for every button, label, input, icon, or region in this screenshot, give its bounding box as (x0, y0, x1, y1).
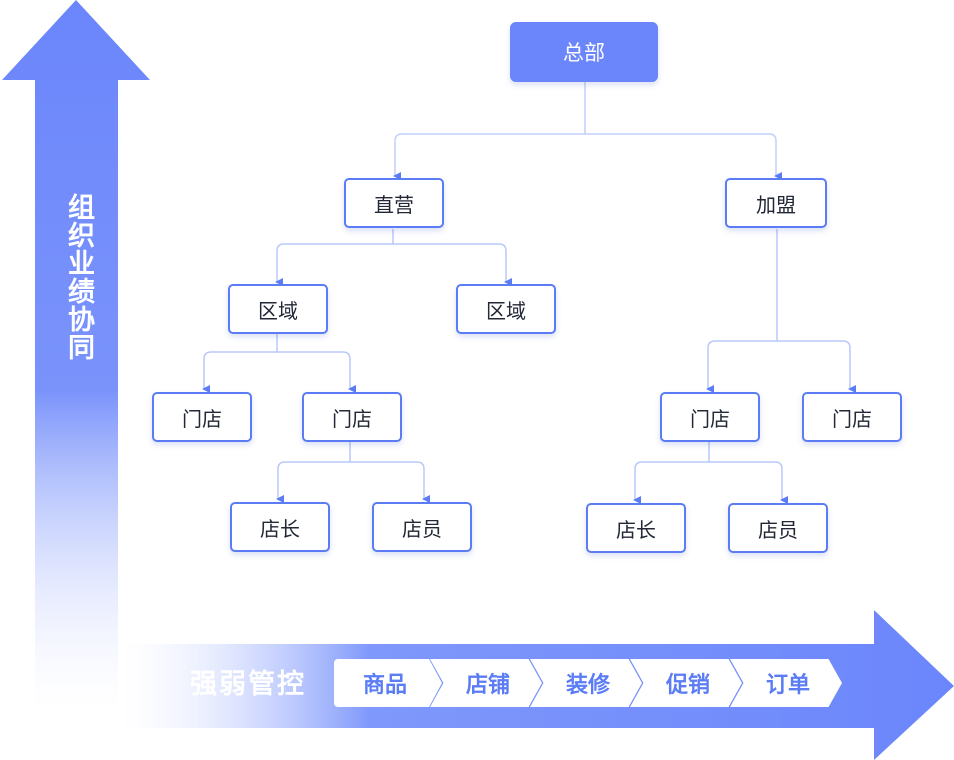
connector-store-clerk-left (350, 461, 430, 503)
control-step-promotion: 促销 (630, 659, 742, 707)
vertical-axis-label: 组织业绩协同 (63, 193, 94, 361)
node-direct: 直营 (344, 178, 444, 228)
node-store: 门店 (152, 392, 252, 442)
node-store: 门店 (302, 392, 402, 442)
vertical-axis-arrow (2, 0, 150, 710)
connector-direct-region1 (275, 229, 394, 286)
node-store: 门店 (802, 392, 902, 442)
connector-store-clerk-right (709, 461, 788, 504)
connector-region-store1 (202, 334, 278, 393)
control-step-shop: 店铺 (430, 659, 542, 707)
connectors (202, 82, 856, 504)
connector-root-direct (393, 82, 586, 180)
node-store-manager: 店长 (230, 502, 330, 552)
node-store-clerk: 店员 (372, 502, 472, 552)
connector-direct-region2 (393, 243, 512, 286)
connector-store-manager-left (276, 442, 351, 503)
connector-franchise-store2 (777, 340, 856, 393)
node-region: 区域 (456, 284, 556, 334)
node-franchise: 加盟 (725, 178, 827, 228)
node-store: 门店 (660, 392, 760, 442)
connector-franchise-store1 (706, 229, 778, 393)
connector-store-manager-right (633, 442, 710, 504)
node-store-clerk: 店员 (728, 503, 828, 553)
connector-region-store2 (277, 351, 356, 393)
node-region: 区域 (228, 284, 328, 334)
horizontal-axis-label: 强弱管控 (190, 669, 306, 700)
node-headquarters: 总部 (510, 22, 658, 82)
control-step-decoration: 装修 (530, 659, 642, 707)
control-step-order: 订单 (730, 659, 842, 707)
connector-root-franchise (585, 133, 782, 180)
node-store-manager: 店长 (586, 503, 686, 553)
control-step-goods: 商品 (334, 659, 442, 707)
